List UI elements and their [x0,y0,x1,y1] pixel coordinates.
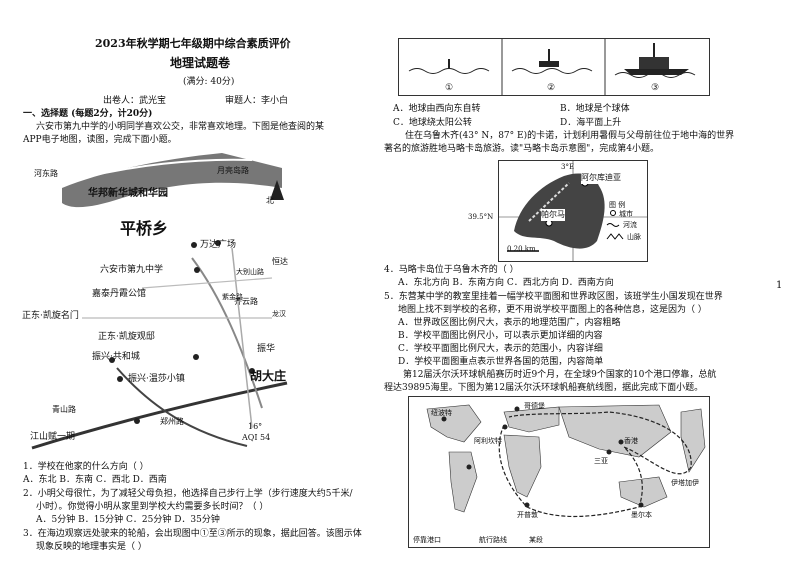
exam-subtitle: 地理试题卷 [170,56,231,70]
label-hudazhuang: 胡大庄 [250,369,287,383]
mallorca-legend-mountain: 山脉 [627,233,641,241]
mallorca-city: 帕尔马 [541,209,565,221]
label-school: 六安市第九中学 [100,265,164,275]
label-dashan: 大别山路 [236,268,264,276]
question-4-options: A．东北方向 B．东南方向 C．西北方向 D．西南方向 [398,278,614,288]
label-kaixuan: 正东·凯旋名门 [22,311,79,321]
question-5-line1: 5．东营某中学的教室里挂着一幅学校平面图和世界政区图，该班学生小国发现在世界 [384,292,723,302]
ship-panels: ① ② ③ [398,38,710,96]
setter-info: 出卷人：武光宝 [103,96,167,106]
question-5-option-b: B．学校平面图比例尺小，可以表示更加详细的内容 [398,331,603,341]
label-qingshan: 青山路 [52,405,76,414]
port-melbourne: 墨尔本 [631,511,652,519]
legend-port: 停靠港口 [413,536,441,544]
city-map-graphic [31,153,288,450]
q4-context-line2: 著名的旅游胜地马略卡岛旅游。读"马略卡岛示意图"，完成第4小题。 [384,144,660,154]
q3-option-a: A．地球由西向东自转 [393,104,481,114]
label-aqi: AQI 54 [242,433,271,442]
city-map: 河东路 月亮岛路 华邦新华城和华园 北 平桥乡 万达广场 恒达 六安市第九中学 … [22,148,290,450]
question-2-line1: 2．小明父母很忙，为了减轻父母负担，他选择自己步行上学（步行速度大约5千米/ [23,489,353,499]
label-wanda: 万达广场 [200,240,237,250]
label-gongcheng: 振兴·共和城 [92,352,140,362]
legend-segment: 某段 [529,536,543,544]
question-5-option-a: A．世界政区图比例尺大，表示的地理范围广，内容粗略 [398,318,621,328]
section-heading: 一、选择题 (每题2分，计20分) [23,109,153,119]
question-2-line2: 小时）。你觉得小明从家里到学校大约需要多长时间？（ ） [36,502,269,512]
port-gothenburg: 哥德堡 [524,402,545,410]
label-weather: 16° [248,422,263,431]
q3-option-b: B．地球是个球体 [560,104,630,114]
label-zhenhua: 振华 [257,344,276,354]
port-alicante: 阿利坎特 [474,437,502,445]
voyage-intro-line1: 第12届沃尔沃环球帆船赛历时近9个月，在全球9个国家的10个港口停靠，总航 [403,370,717,380]
mallorca-legend-city: 城市 [619,210,633,218]
q4-context-line1: 住在乌鲁木齐(43° N，87° E)的卡诺，计划利用暑假与父母前往位于地中海的… [405,131,735,141]
section-intro-line1: 六安市第九中学的小明同学喜欢公交，非常喜欢地理。下图是他查阅的某 [36,122,325,132]
label-huabang: 华邦新华城和华园 [88,188,168,199]
page-side-mark: 1 [776,280,783,291]
question-3-line1: 3．在海边观察远处驶来的轮船，会出现图中①至③所示的现象，据此回答。该图示体 [23,529,362,539]
label-pingqiao: 平桥乡 [120,219,169,238]
question-5-line2: 地图上找不到学校的名称，更不用说学校平面图上的各种信息，这是因为（ ） [398,305,707,315]
exam-title: 2023年秋学期七年级期中综合素质评价 [95,37,291,50]
mallorca-legend-title: 图 例 [609,201,626,209]
legend-route: 航行路线 [479,536,507,544]
port-capetown: 开普敦 [517,511,538,519]
mallorca-city2: 阿尔库迪亚 [581,172,621,184]
question-3-line2: 现象反映的地理事实是（ ） [36,542,147,552]
panel-label-2: ② [547,83,556,93]
panel-label-3: ③ [651,83,660,93]
port-newport: 纽波特 [431,409,452,417]
ship-panels-graphic [408,39,696,95]
label-qiyun: 齐云路 [234,297,258,306]
port-hongkong: 香港 [624,437,638,445]
mallorca-legend-river: 河流 [623,221,637,229]
port-itajai: 伊塔加伊 [671,479,699,487]
port-sanya: 三亚 [594,457,608,465]
label-zhengzhou: 郑州路 [160,417,184,426]
question-4: 4．马略卡岛位于乌鲁木齐的（ ） [384,265,519,275]
reviewer-info: 审题人：李小白 [225,96,289,106]
panel-label-1: ① [445,83,454,93]
question-5-option-d: D．学校平面图重点表示世界各国的范围，内容简单 [398,357,604,367]
question-1: 1．学校在他家的什么方向（ ） [23,462,149,472]
label-kaiguan: 正东·凯旋观邸 [98,332,155,342]
label-longzai: 龙汉 [272,310,286,318]
label-hedong: 河东路 [34,169,58,178]
question-2-options: A．5分钟 B．15分钟 C．25分钟 D．35分钟 [36,515,220,525]
label-hengda: 恒达 [272,257,288,266]
q3-option-c: C．地球绕太阳公转 [393,118,472,128]
q3-option-d: D．海平面上升 [560,118,622,128]
question-1-options: A．东北 B．东南 C．西北 D．西南 [23,475,167,485]
question-5-option-c: C．学校平面图比例尺大，表示的范围小，内容详细 [398,344,603,354]
mallorca-scale: 0 20 km [507,245,536,253]
label-wensha: 振兴·温莎小镇 [128,374,185,384]
voyage-intro-line2: 程达39895海里。下图为第12届沃尔沃环球帆船赛航线图，据此完成下面小题。 [384,383,704,393]
label-zijin: 紫金路 [222,293,243,301]
world-route-graphic [426,404,706,518]
section-intro-line2: APP电子地图，读图，完成下面小题。 [23,135,177,145]
score-info: (满分: 40分) [183,77,235,87]
mallorca-lon: 3°E [561,163,575,171]
world-route-map: 阿利坎特 开普敦 香港 三亚 墨尔本 伊塔加伊 纽波特 哥德堡 停靠港口 航行路… [408,396,710,548]
mallorca-lat: 39.5°N [468,213,494,221]
label-fuqian: 江山赋一期 [30,432,76,442]
mallorca-map: 3°E 阿尔库迪亚 帕尔马 图 例 城市 河流 山脉 0 20 km [498,160,648,262]
label-yuedao: 月亮岛路 [217,166,249,175]
label-danxia: 嘉泰丹霞公馆 [92,289,147,299]
label-north: 北 [266,196,274,205]
